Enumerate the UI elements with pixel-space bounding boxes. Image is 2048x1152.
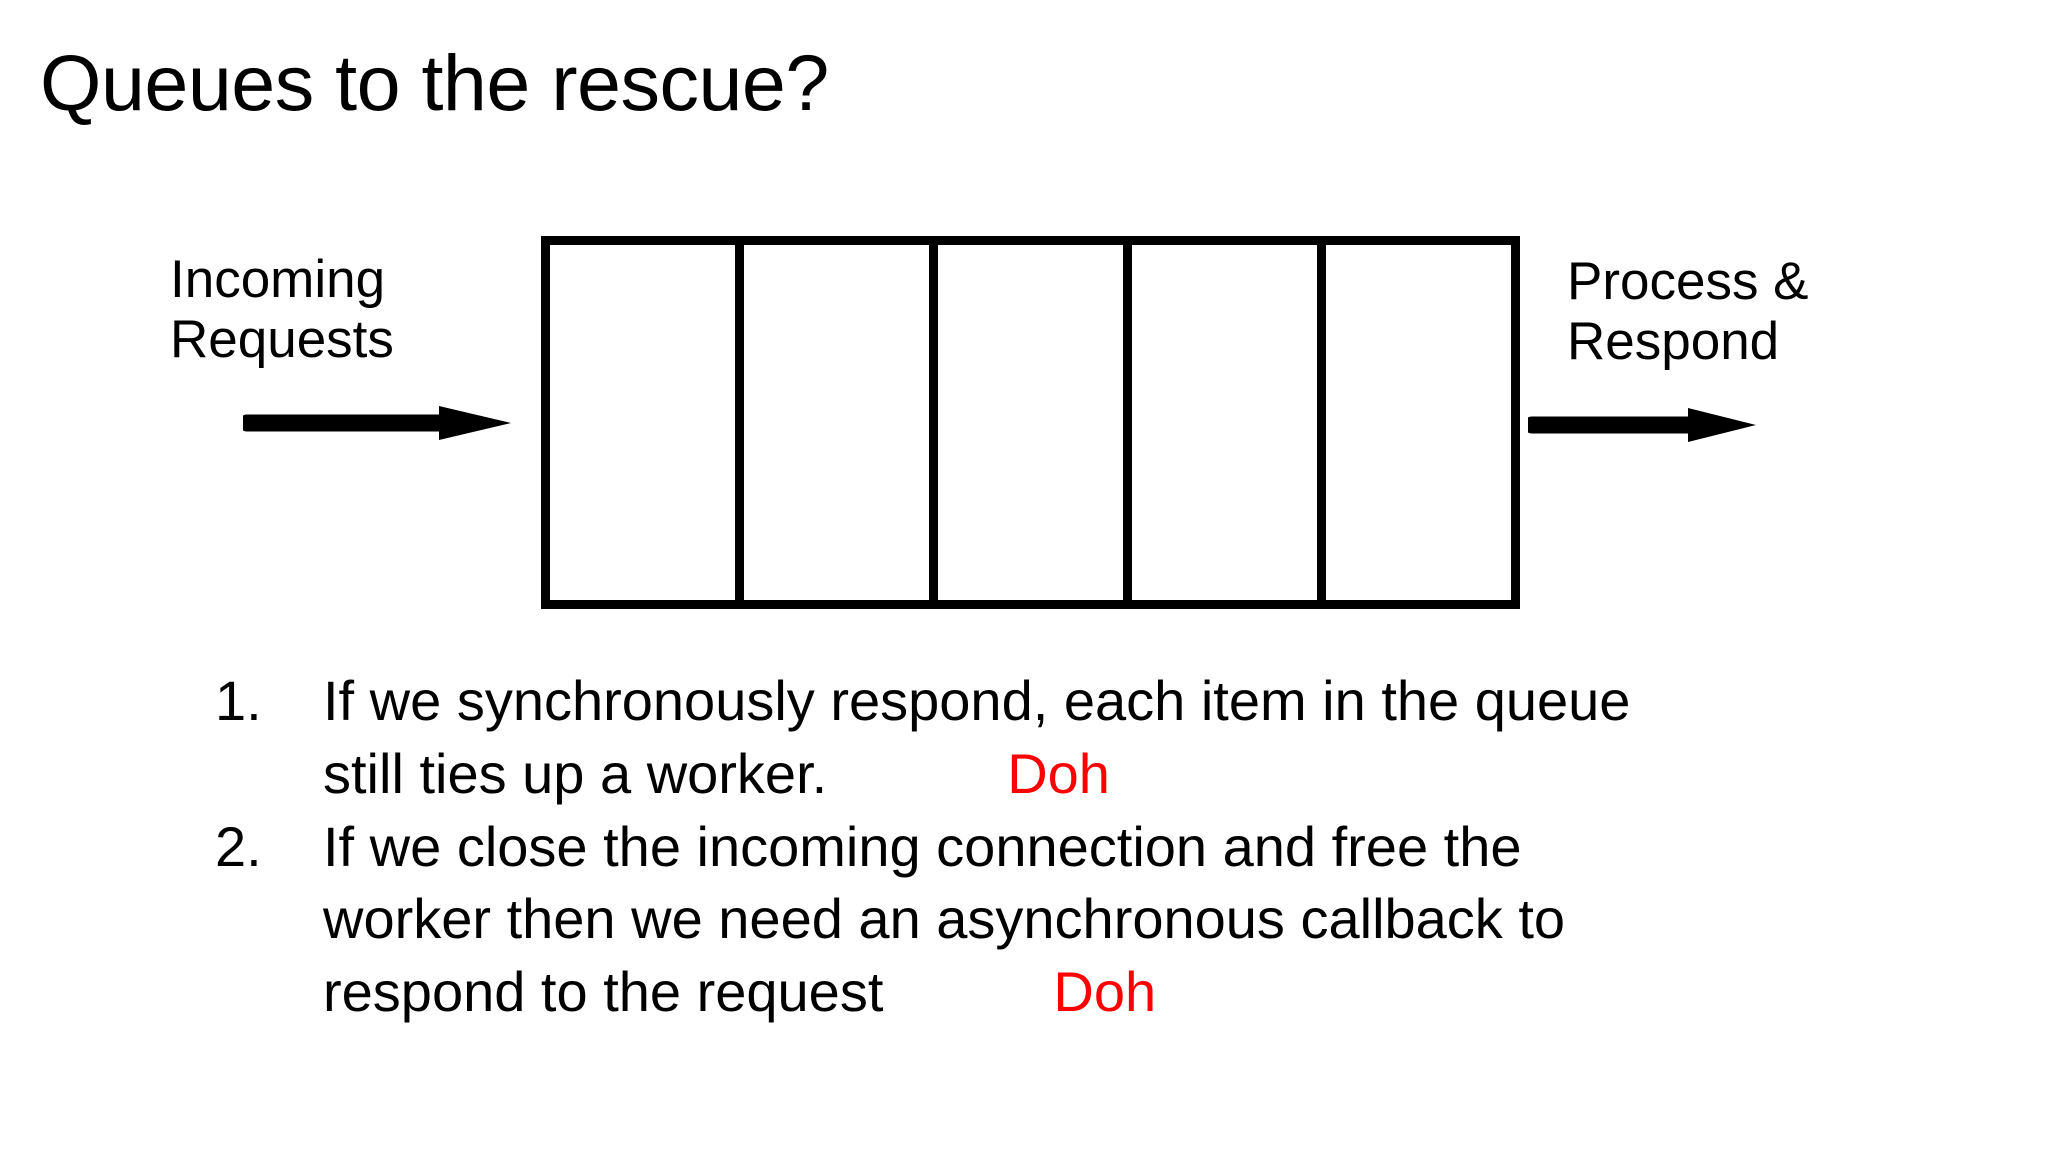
process-respond-label: Process & Respond	[1567, 252, 1809, 373]
list-item-text: worker then we need an asynchronous call…	[323, 887, 1566, 951]
list-item: 1. If we synchronously respond, each ite…	[215, 665, 1975, 811]
list-item-line: worker then we need an asynchronous call…	[323, 883, 1975, 956]
list-item-body: If we synchronously respond, each item i…	[323, 665, 1975, 811]
queue-cell-5	[1326, 245, 1511, 600]
list-item-body: If we close the incoming connection and …	[323, 811, 1975, 1029]
process-label-line-2: Respond	[1567, 312, 1780, 372]
list-item-text: If we synchronously respond, each item i…	[323, 669, 1631, 732]
list-item-line: respond to the request Doh	[323, 956, 1975, 1029]
doh-accent-text: Doh	[1053, 960, 1157, 1024]
outgoing-arrow-icon	[1528, 405, 1758, 445]
incoming-label-line-1: Incoming	[170, 250, 386, 309]
numbered-points-list: 1. If we synchronously respond, each ite…	[215, 665, 1975, 1029]
doh-accent-text: Doh	[1007, 741, 1110, 805]
incoming-requests-label: Incoming Requests	[170, 250, 394, 371]
queue-cell-4	[1132, 245, 1326, 600]
incoming-arrow-icon	[243, 403, 513, 443]
page-title: Queues to the rescue?	[40, 38, 829, 127]
queue-diagram: Incoming Requests Process & Respond	[170, 236, 1809, 609]
queue-container	[541, 236, 1520, 609]
list-item-text: still ties up a worker.	[323, 741, 828, 805]
list-item-line: If we close the incoming connection and …	[323, 811, 1975, 884]
queue-cell-2	[744, 245, 938, 600]
list-item-line: still ties up a worker. Doh	[323, 738, 1975, 811]
list-item: 2. If we close the incoming connection a…	[215, 811, 1975, 1029]
list-item-number: 1.	[215, 669, 262, 732]
list-item-number: 2.	[215, 814, 262, 878]
incoming-label-line-2: Requests	[170, 310, 394, 370]
list-item-text: respond to the request	[323, 960, 884, 1024]
list-item-line: If we synchronously respond, each item i…	[323, 665, 1975, 738]
queue-cell-3	[938, 245, 1132, 600]
queue-cell-1	[550, 245, 744, 600]
list-item-text: If we close the incoming connection and …	[323, 814, 1522, 878]
process-label-line-1: Process &	[1567, 252, 1809, 311]
